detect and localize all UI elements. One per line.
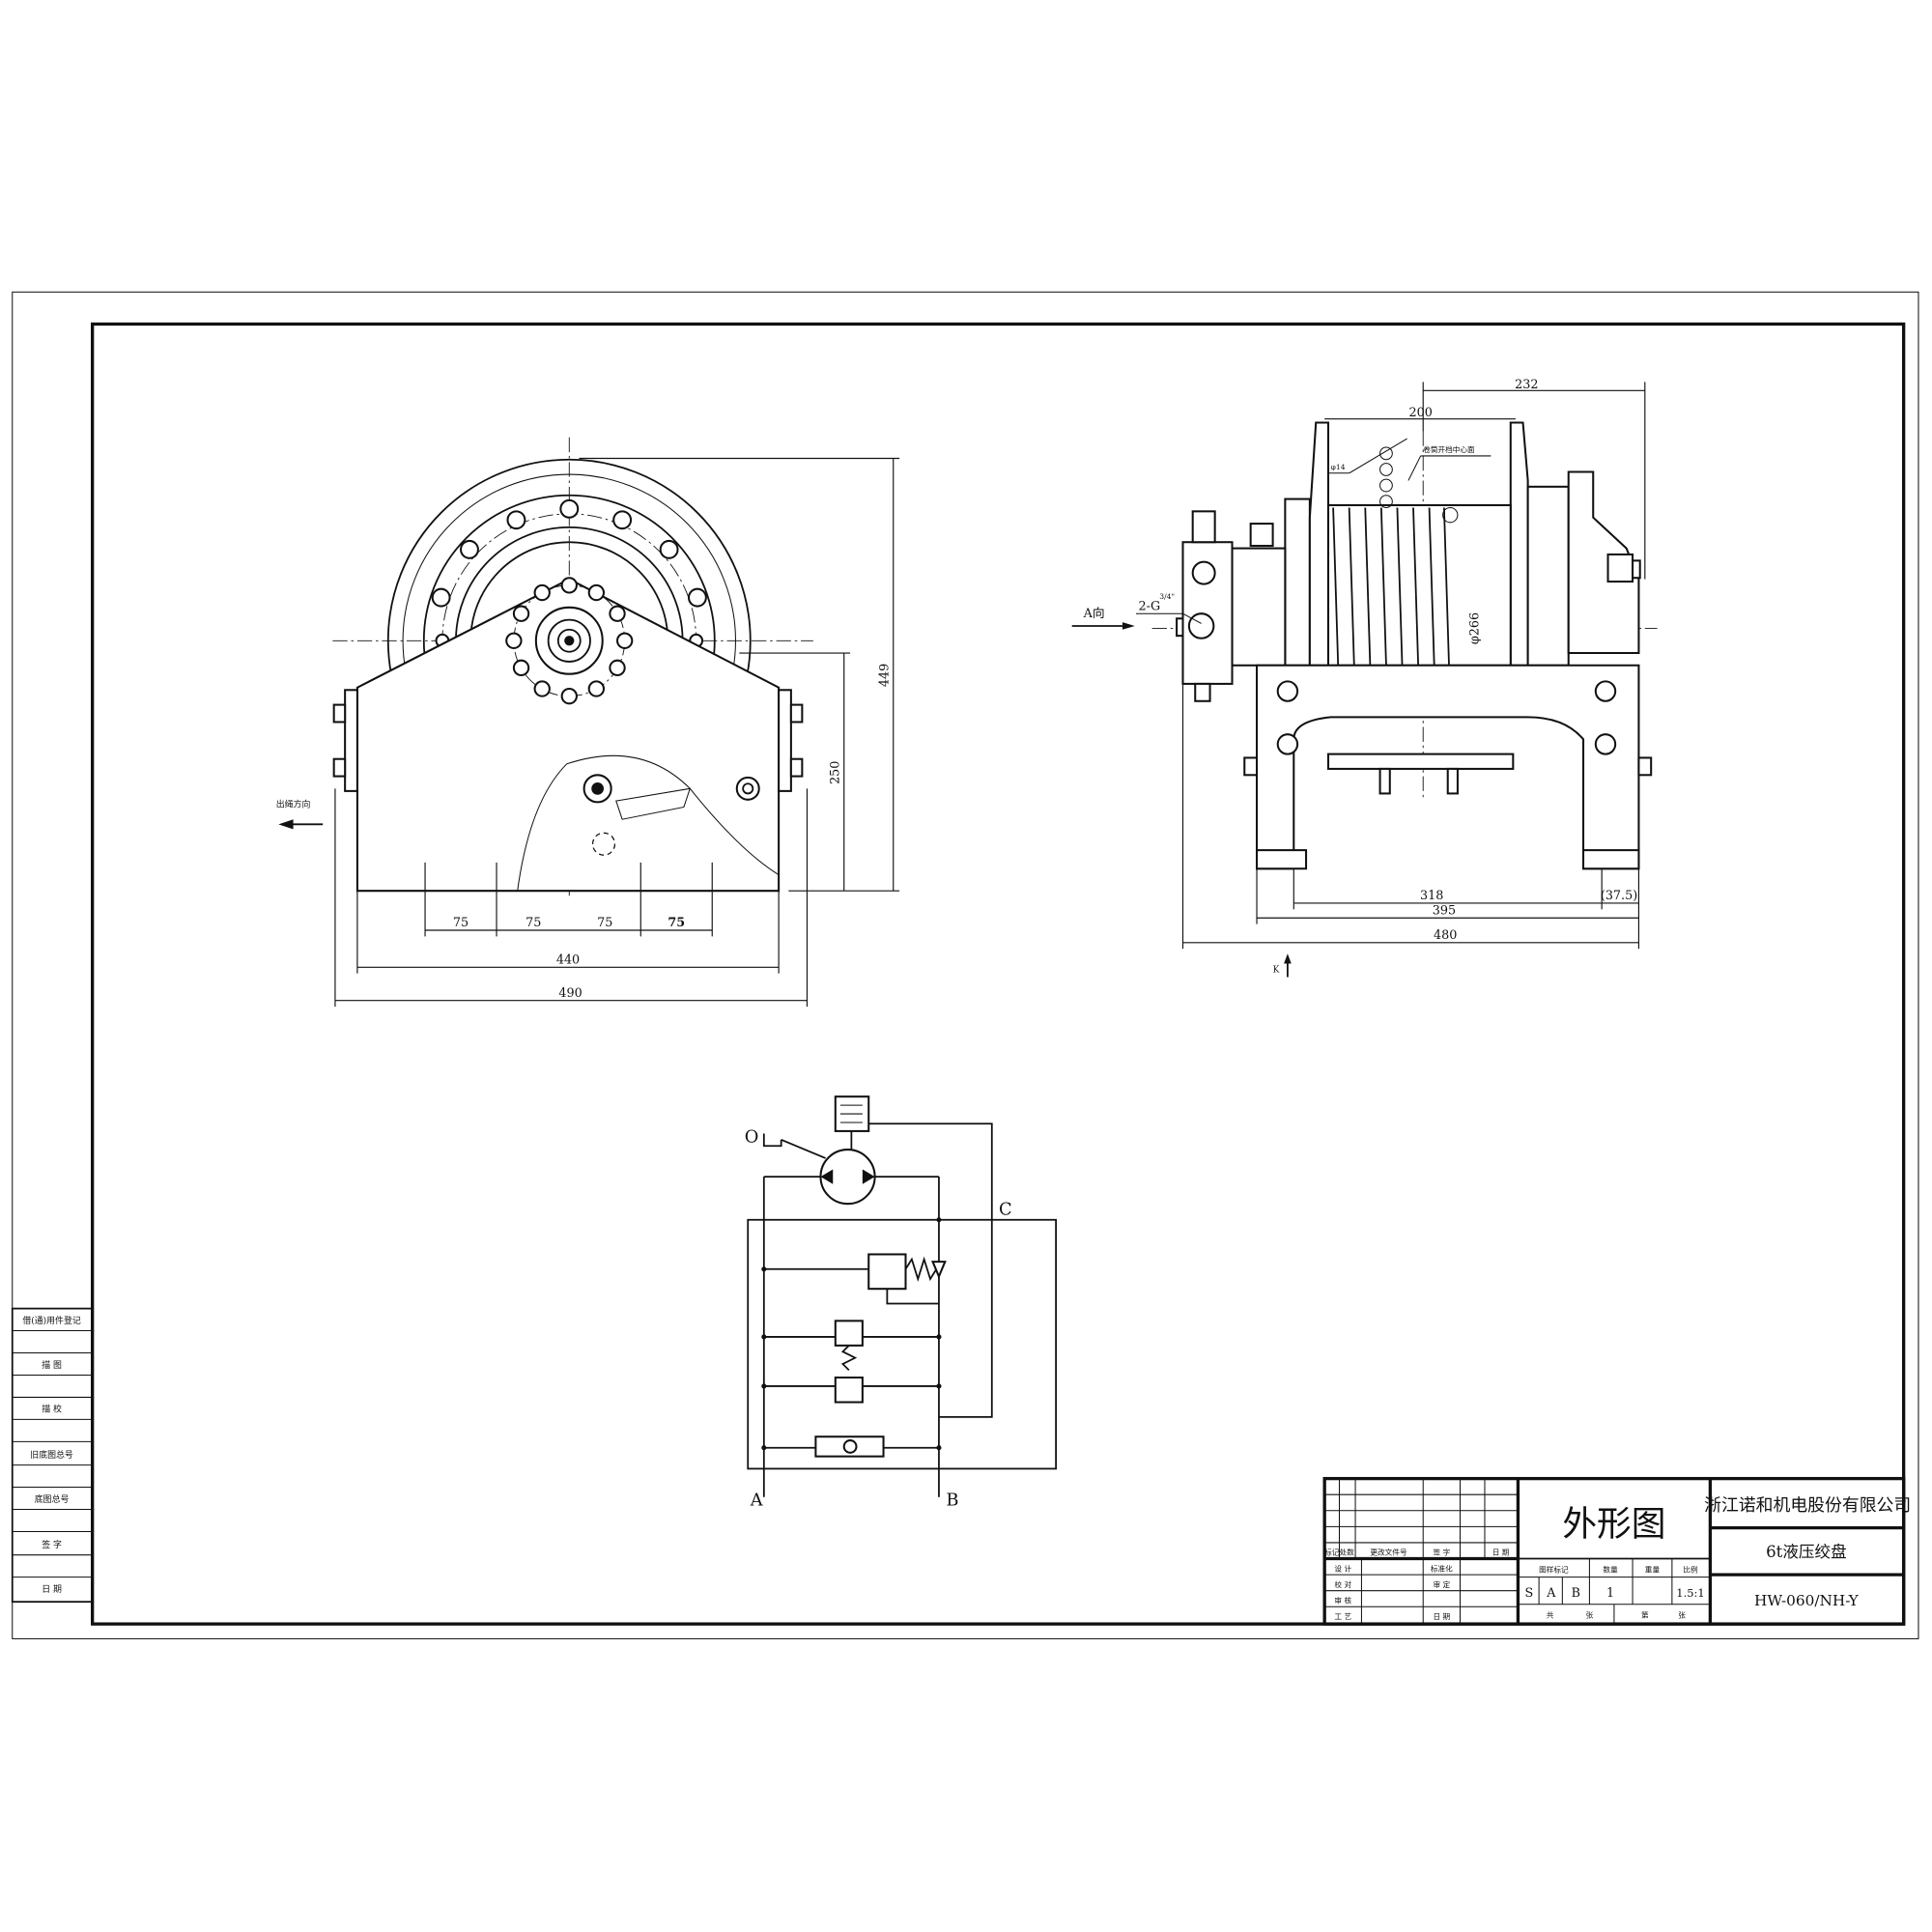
info-header-quantity: 数量 [1603,1565,1618,1575]
inner-border [91,322,1906,1626]
register-label: 底图总号 [35,1493,70,1505]
side-view: A向 2-G 3/4" φ14 卷筒开档中心面 φ266 K 232 200 3… [1071,378,1658,978]
sheet-number-label: 张 [1678,1611,1686,1620]
rope-wraps [1332,507,1450,666]
relief-valve-1 [834,1320,864,1347]
dim-440: 440 [556,952,580,967]
register-label: 描 校 [42,1404,62,1415]
lower-shaft [1326,753,1515,770]
dim-395: 395 [1433,903,1456,918]
port-c-label: C [999,1200,1012,1220]
hydraulic-motor-symbol [819,1149,876,1206]
outer-border [12,291,1919,1639]
dim-75: 75 [597,916,612,930]
motor-hub [505,577,634,705]
port-o-label: O [745,1126,759,1147]
port-label: 2-G [1139,599,1161,613]
counterbalance-valve [867,1253,907,1291]
product-name: 6t液压绞盘 [1766,1543,1847,1561]
approval-label: 设 计 [1334,1563,1351,1573]
approval-label: 校 对 [1334,1579,1351,1589]
left-ear-plate [344,689,358,792]
scale-value: 1.5:1 [1676,1586,1704,1600]
port-b-label: B [946,1491,958,1511]
drum-center-note: 卷筒开档中心面 [1423,444,1475,454]
approval-label: 审 定 [1433,1579,1450,1589]
dim-480: 480 [1434,928,1457,943]
right-ear-plate [778,689,792,792]
company-name: 浙江诺和机电股份有限公司 [1704,1495,1911,1516]
info-header-scale: 比例 [1683,1565,1698,1575]
rope-section-circles [1379,446,1459,524]
port-size: 3/4" [1159,592,1175,601]
drum-diameter-label: φ266 [1468,612,1483,644]
tank-drain-symbol [762,1133,782,1148]
front-dimension-lines [334,457,900,1008]
base-frame [1256,664,1640,870]
drum [1326,503,1512,667]
info-header-mark: 图样标记 [1539,1565,1569,1575]
title-block: 标记 处数 更改文件号 签 字 日 期 设 计 标准化 校 对 审 定 审 核 … [1322,1476,1911,1626]
side-register-table: 借(通)用件登记 描 图 描 校 旧底图总号 底图总号 签 字 日 期 [11,1307,94,1604]
view-k-label: K [1273,965,1280,975]
rev-header: 标记 [1324,1548,1340,1557]
rope-diameter-label: φ14 [1331,463,1346,471]
dim-449: 449 [878,664,893,687]
dim-250: 250 [829,761,843,784]
approval-label: 审 核 [1334,1595,1351,1605]
sheets-total-label: 张 [1586,1611,1594,1620]
mark-a: A [1546,1586,1556,1601]
dim-318: 318 [1420,889,1443,903]
rev-header: 签 字 [1433,1548,1450,1557]
dim-490: 490 [558,986,582,1001]
brake-pilot-line [868,1122,993,1418]
left-drum-flange [1308,421,1330,667]
drawing-title: 外形图 [1562,1504,1665,1544]
cutaway-break-line [517,754,780,892]
drawing-number: HW-060/NH-Y [1754,1592,1860,1609]
info-header-weight: 重量 [1645,1566,1661,1575]
register-label: 借(通)用件登记 [22,1315,80,1326]
approval-label: 日 期 [1433,1612,1450,1621]
rev-header: 处数 [1339,1548,1354,1557]
rope-direction-label: 出绳方向 [276,798,311,810]
valve-block-boundary [747,1218,1058,1470]
dim-75: 75 [453,916,469,930]
dim-200: 200 [1408,406,1432,420]
mark-b: B [1572,1586,1580,1601]
sheet-number-label: 第 [1641,1610,1649,1620]
dim-75: 75 [526,916,541,930]
rev-header: 更改文件号 [1370,1548,1407,1557]
front-view: 出绳方向 449 250 75 75 75 75 440 490 [276,437,900,1008]
sheets-total-label: 共 [1547,1611,1554,1620]
approval-label: 标准化 [1431,1563,1453,1573]
dim-37-5: (37.5) [1601,889,1637,903]
quantity-value: 1 [1606,1586,1614,1601]
dim-75: 75 [668,916,685,930]
approval-label: 工 艺 [1334,1612,1351,1621]
register-label: 日 期 [42,1584,62,1595]
register-label: 描 图 [42,1359,62,1371]
register-label: 签 字 [42,1539,62,1550]
view-a-label: A向 [1083,606,1105,621]
relief-valve-2 [834,1377,864,1404]
register-label: 旧底图总号 [30,1449,73,1461]
side-dimension-lines [1181,382,1646,950]
hydraulic-schematic: O C A B [745,1095,1058,1511]
right-drum-flange [1509,421,1529,667]
mark-s: S [1525,1586,1534,1601]
port-a-label: A [750,1491,764,1511]
dim-232: 232 [1515,378,1538,392]
rev-header: 日 期 [1492,1548,1510,1557]
